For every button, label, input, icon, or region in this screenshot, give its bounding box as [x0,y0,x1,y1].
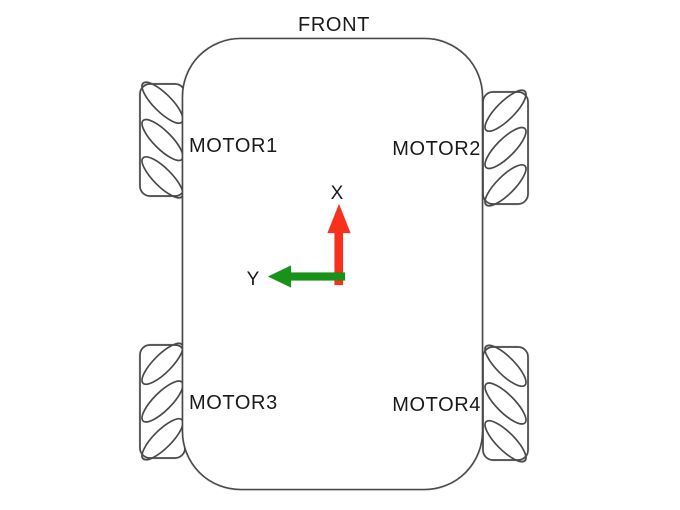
y-axis-shaft [288,272,345,281]
x-axis-shaft [334,226,343,285]
x-axis-label: X [331,183,344,204]
roller-ellipse [484,126,527,170]
y-axis-arrow [268,265,345,288]
wheel-tire [482,91,529,205]
roller-ellipse [484,382,527,425]
motor2-label: MOTOR2 [392,138,481,160]
chassis-outline [181,37,484,491]
wheel-tire [139,344,186,459]
x-axis-arrowhead [327,204,351,233]
wheel-tire [482,346,529,461]
x-axis-arrow [327,204,351,285]
motor1-label: MOTOR1 [189,135,278,157]
motor3-label: MOTOR3 [189,392,278,414]
roller-ellipse [484,89,527,133]
front-label: FRONT [298,14,370,36]
wheel-rear-right [482,344,529,463]
wheel-front-left [139,81,186,199]
wheel-rear-left [139,342,186,461]
wheel-tire [139,83,186,197]
y-axis-label: Y [247,269,260,290]
roller-ellipse [484,419,527,463]
roller-ellipse [484,344,527,388]
motor4-label: MOTOR4 [392,394,481,416]
y-axis-arrowhead [268,265,291,288]
roller-ellipse [484,163,527,207]
wheel-front-right [482,89,529,207]
